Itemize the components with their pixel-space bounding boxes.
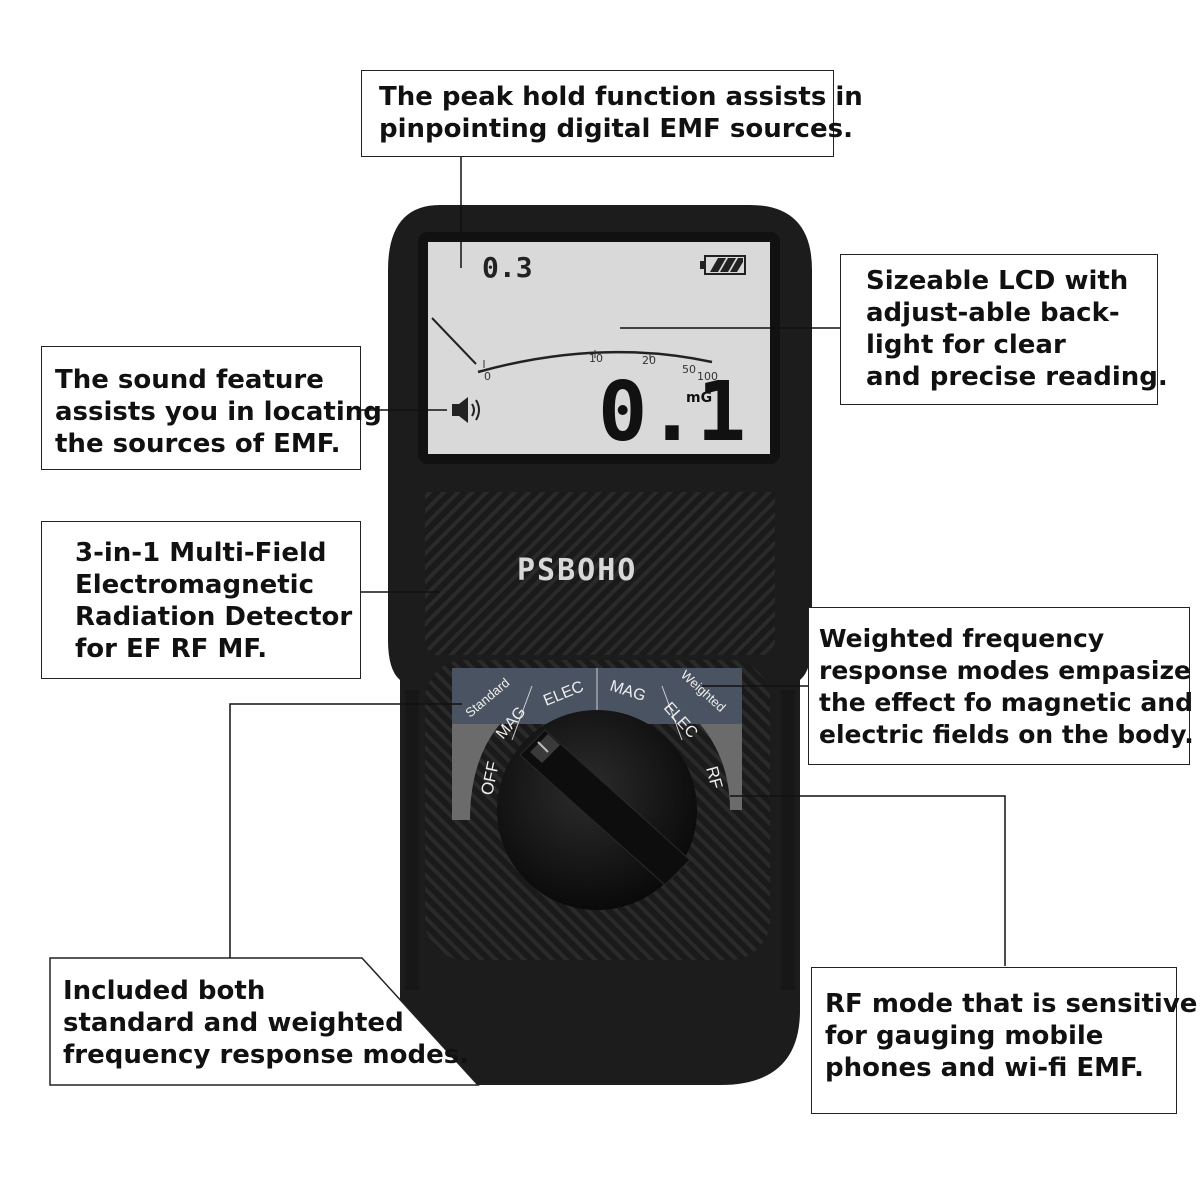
lcd-screen (428, 242, 770, 454)
dial-band-dividers (511, 668, 683, 741)
callout-sound: The sound feature assists you in locatin… (41, 346, 382, 470)
callout-text-line: frequency response modes. (63, 1040, 470, 1070)
callout-text-line: assists you in locating (55, 397, 382, 427)
tick-label: 10 (589, 352, 603, 365)
callout-text-line: Sizeable LCD with (866, 266, 1129, 296)
callout-text-line: adjust-able back- (866, 298, 1120, 328)
lcd-scale-arc (477, 350, 713, 374)
callout-lcd: Sizeable LCD with adjust-able back- ligh… (840, 254, 1168, 405)
callout-text-line: the sources of EMF. (55, 429, 341, 459)
brand-panel (425, 492, 775, 655)
callout-text-line: electric fields on the body. (819, 720, 1194, 749)
leader-lines (229, 156, 1006, 966)
lcd-unit: mG (686, 390, 712, 406)
callout-text-line: the effect fo magnetic and (819, 688, 1193, 717)
callout-modes: Included both standard and weighted freq… (50, 958, 470, 1085)
lcd-scale-ticks: 0 10 20 50 100 (483, 350, 718, 383)
callout-text-line: for gauging mobile (825, 1021, 1104, 1051)
brand-logo: PSBOHO (517, 553, 637, 588)
callout-weighted: Weighted frequency response modes empasi… (808, 607, 1194, 765)
dial-band-gray-right (700, 724, 742, 810)
lcd-main-value: 0.1 (598, 365, 746, 460)
tick-label: 100 (697, 370, 718, 383)
callout-text-line: response modes empasize (819, 656, 1191, 685)
callout-text-line: 3-in-1 Multi-Field (75, 538, 327, 568)
tick-label: 0 (484, 370, 491, 383)
callout-text-line: RF mode that is sensitive (825, 989, 1198, 1019)
tick-label: 20 (642, 354, 656, 367)
lcd-indicator-line (431, 317, 477, 365)
callout-rf: RF mode that is sensitive for gauging mo… (811, 967, 1198, 1114)
callout-text-line: pinpointing digital EMF sources. (379, 114, 853, 144)
dial-band-gray-left (452, 724, 500, 820)
lcd-peak-value: 0.3 (482, 251, 533, 284)
tick-label: 50 (682, 363, 696, 376)
callout-text-line: Included both (63, 976, 266, 1006)
callout-text-line: The peak hold function assists in (379, 82, 863, 112)
callout-text-line: for EF RF MF. (75, 634, 268, 664)
callout-text-line: The sound feature (55, 365, 324, 395)
rotary-dial-knob[interactable] (497, 710, 697, 910)
callout-multi-field: 3-in-1 Multi-Field Electromagnetic Radia… (41, 521, 361, 679)
callout-text-line: light for clear (866, 330, 1066, 360)
callout-text-line: standard and weighted (63, 1008, 404, 1038)
speaker-icon (452, 397, 480, 423)
battery-icon (700, 255, 746, 275)
callout-text-line: Weighted frequency (819, 624, 1105, 653)
callout-text-line: and precise reading. (866, 362, 1168, 392)
callout-peak-hold: The peak hold function assists in pinpoi… (361, 70, 863, 157)
side-grip (405, 690, 795, 990)
callout-text-line: phones and wi-fi EMF. (825, 1053, 1144, 1083)
callout-text-line: Electromagnetic (75, 570, 314, 600)
callout-text-line: Radiation Detector (75, 602, 353, 632)
